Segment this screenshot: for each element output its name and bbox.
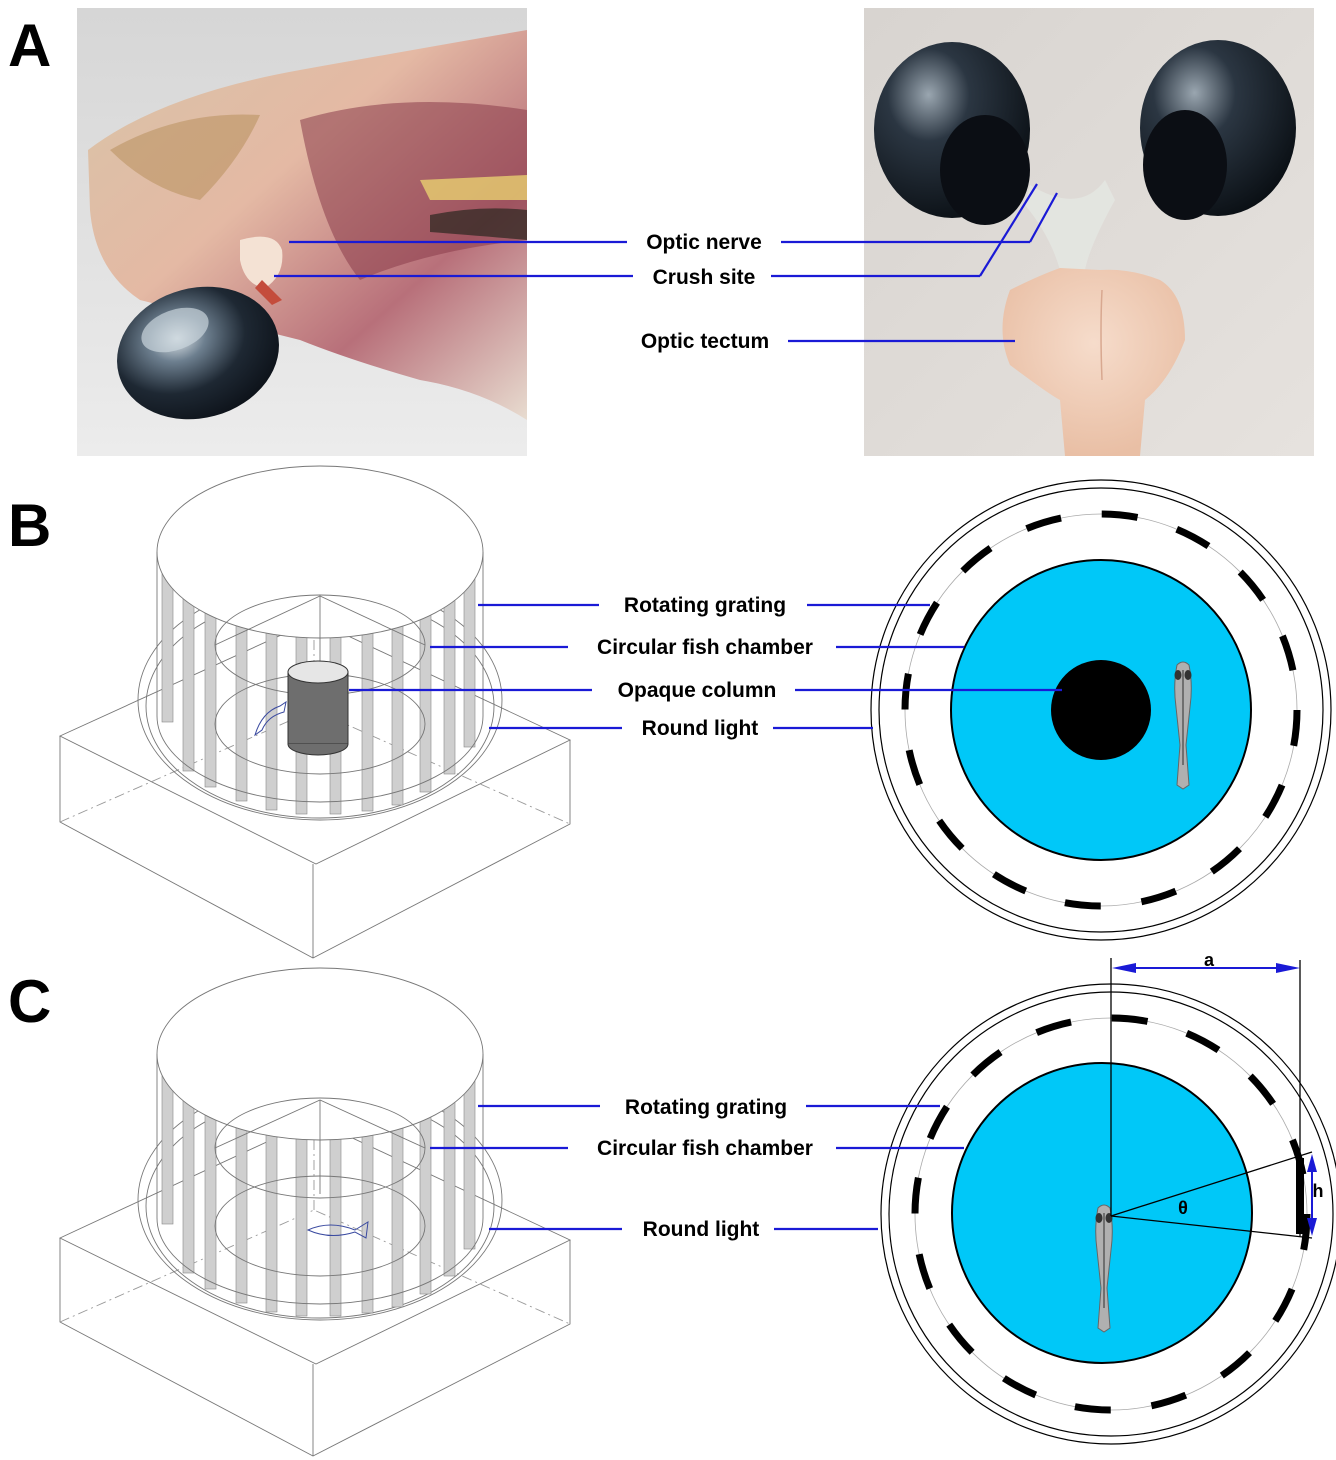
apparatus-3d-c — [60, 968, 570, 1456]
label-rotating-grating-b: Rotating grating — [624, 594, 786, 617]
panel-b: B — [8, 466, 1331, 958]
photo-brain-dorsal — [864, 8, 1314, 456]
symbol-h: h — [1313, 1181, 1324, 1201]
panel-c: C — [8, 950, 1336, 1456]
top-view-c: a h θ — [881, 950, 1336, 1444]
label-optic-nerve: Optic nerve — [646, 231, 762, 254]
label-rotating-grating-c: Rotating grating — [625, 1096, 787, 1119]
label-crush-site: Crush site — [653, 266, 756, 289]
apparatus-3d-b — [60, 466, 570, 958]
label-round-light-b: Round light — [642, 717, 759, 740]
photo-fish-lateral — [77, 8, 527, 456]
panel-letter-a: A — [8, 12, 51, 79]
label-circular-fish-chamber-b: Circular fish chamber — [597, 636, 813, 659]
opaque-column-b — [1051, 660, 1151, 760]
label-round-light-c: Round light — [643, 1218, 760, 1241]
label-opaque-column: Opaque column — [618, 679, 777, 702]
symbol-a: a — [1204, 950, 1215, 970]
panel-letter-c: C — [8, 968, 51, 1035]
label-optic-tectum: Optic tectum — [641, 330, 769, 353]
panel-letter-b: B — [8, 492, 51, 559]
leaders-c — [430, 1106, 964, 1229]
symbol-theta: θ — [1178, 1198, 1188, 1218]
opaque-column-3d — [288, 661, 348, 755]
top-view-b — [871, 480, 1331, 940]
label-circular-fish-chamber-c: Circular fish chamber — [597, 1137, 813, 1160]
panel-a: A — [8, 8, 1314, 456]
